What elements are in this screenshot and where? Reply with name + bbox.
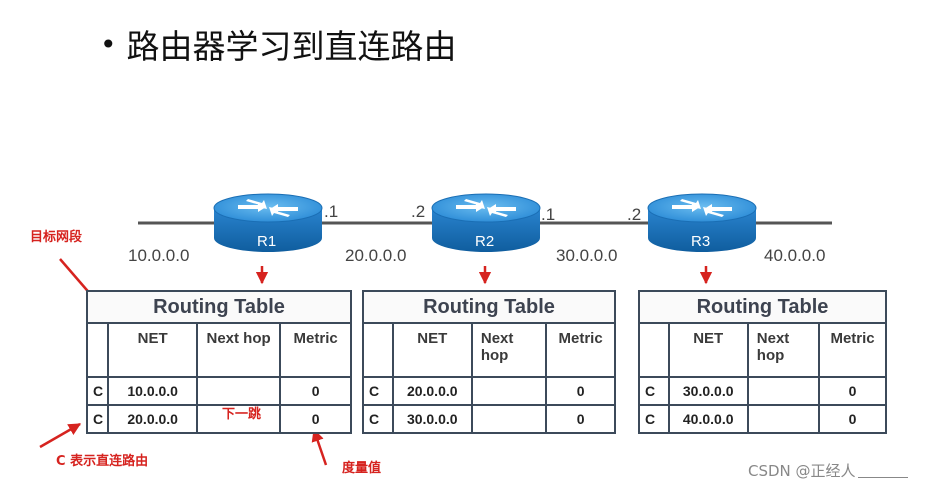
metric-column-header: Metric	[279, 322, 352, 378]
router-label-r2: R2	[475, 233, 495, 250]
metric-column-header: Metric	[545, 322, 616, 378]
slide-title: •路由器学习到直连路由	[100, 27, 457, 66]
table-row: C 20.0.0.0 0	[86, 404, 352, 434]
route-next-hop	[746, 376, 821, 406]
router-r3	[647, 193, 757, 252]
network-address-4: 40.0.0.0	[764, 246, 826, 265]
route-flag: C	[86, 376, 109, 406]
flag-column-header	[362, 322, 394, 378]
route-metric: 0	[818, 376, 887, 406]
route-net: 10.0.0.0	[106, 376, 199, 406]
routing-table-r1: Routing Table NET Next hop Metric C 10.0…	[86, 290, 352, 434]
annotation-arrow-direct-route	[39, 422, 82, 449]
watermark: CSDN @正经人	[748, 460, 908, 481]
net-column-header: NET	[667, 322, 749, 378]
annotation-next-hop: 下一跳	[222, 407, 262, 422]
router-r1	[213, 193, 323, 252]
port-label-r2-right: .1	[541, 205, 556, 224]
table-row: C 10.0.0.0 0	[86, 376, 352, 406]
table-row: C 20.0.0.0 0	[362, 376, 616, 406]
route-flag: C	[362, 404, 394, 434]
network-address-3: 30.0.0.0	[556, 246, 618, 265]
route-next-hop	[470, 376, 548, 406]
next-hop-column-header: Next hop	[746, 322, 821, 378]
routing-table-heading: Routing Table	[362, 290, 616, 324]
port-label-r2-left: .2	[411, 202, 426, 221]
next-hop-column-header: Next hop	[470, 322, 548, 378]
router-arrows-icon	[456, 199, 516, 217]
route-next-hop	[196, 376, 282, 406]
annotation-direct-route: C 表示直连路由	[56, 454, 149, 469]
annotation-arrow-metric	[311, 428, 328, 466]
route-net: 40.0.0.0	[667, 404, 749, 434]
network-address-1: 10.0.0.0	[128, 246, 190, 265]
route-next-hop	[470, 404, 548, 434]
route-metric: 0	[545, 376, 616, 406]
router-label-r3: R3	[691, 233, 711, 250]
flag-column-header	[86, 322, 109, 378]
metric-column-header: Metric	[818, 322, 887, 378]
route-next-hop	[196, 404, 282, 434]
annotation-target-segment: 目标网段	[30, 230, 83, 245]
router-label-r1: R1	[257, 233, 277, 250]
table-row: C 40.0.0.0 0	[638, 404, 887, 434]
flag-column-header	[638, 322, 670, 378]
route-net: 30.0.0.0	[391, 404, 473, 434]
route-metric: 0	[545, 404, 616, 434]
network-address-2: 20.0.0.0	[345, 246, 407, 265]
routing-table-heading: Routing Table	[638, 290, 887, 324]
route-metric: 0	[818, 404, 887, 434]
route-flag: C	[86, 404, 109, 434]
net-column-header: NET	[106, 322, 199, 378]
annotation-metric: 度量值	[342, 461, 382, 476]
port-label-r1-right: .1	[324, 202, 339, 221]
routing-table-r3: Routing Table NET Next hop Metric C 30.0…	[638, 290, 887, 434]
router-r2	[431, 193, 541, 252]
net-column-header: NET	[391, 322, 473, 378]
router-arrows-icon	[238, 199, 298, 217]
route-flag: C	[362, 376, 394, 406]
route-net: 20.0.0.0	[106, 404, 199, 434]
routing-table-r2: Routing Table NET Next hop Metric C 20.0…	[362, 290, 616, 434]
route-metric: 0	[279, 376, 352, 406]
route-metric: 0	[279, 404, 352, 434]
port-label-r3-left: .2	[627, 205, 642, 224]
route-flag: C	[638, 376, 670, 406]
next-hop-column-header: Next hop	[196, 322, 282, 378]
table-row: C 30.0.0.0 0	[638, 376, 887, 406]
watermark-underline	[857, 477, 908, 478]
route-net: 20.0.0.0	[391, 376, 473, 406]
route-net: 30.0.0.0	[667, 376, 749, 406]
route-next-hop	[746, 404, 821, 434]
routing-table-heading: Routing Table	[86, 290, 352, 324]
route-flag: C	[638, 404, 670, 434]
router-arrows-icon	[672, 199, 732, 217]
table-row: C 30.0.0.0 0	[362, 404, 616, 434]
